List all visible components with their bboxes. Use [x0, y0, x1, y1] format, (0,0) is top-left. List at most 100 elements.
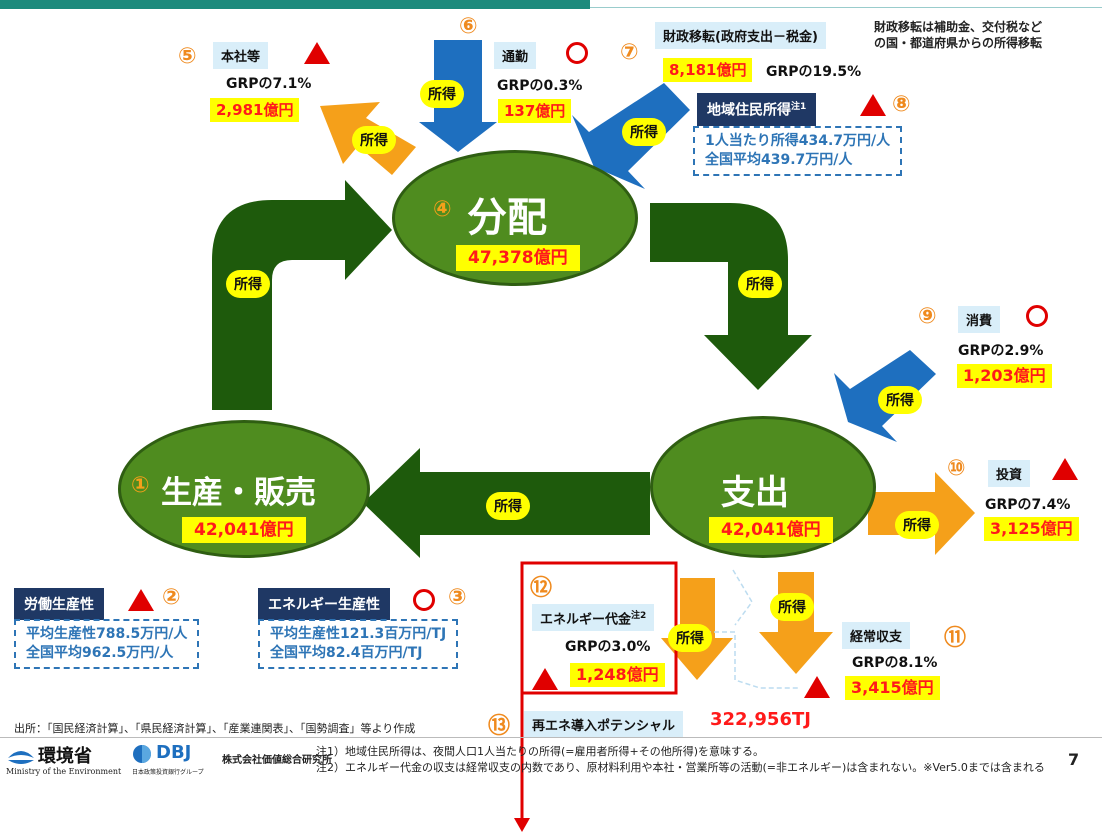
fiscal-grp: GRPの19.5% [766, 64, 862, 80]
energy-payment-num: ⑫ [530, 576, 553, 601]
current-account-label: 経常収支 [842, 622, 911, 649]
commute-value: 137億円 [498, 99, 572, 123]
renewable-num: ⑬ [488, 714, 511, 739]
consumption-grp: GRPの2.9% [958, 343, 1044, 359]
hq-grp: GRPの7.1% [226, 76, 312, 92]
header-bar [0, 0, 590, 9]
investment-num: ⑩ [947, 456, 966, 481]
resident-income-box: 1人当たり所得434.7万円/人 全国平均439.7万円/人 [693, 126, 903, 176]
investment-grp: GRPの7.4% [985, 497, 1071, 513]
labor-productivity-line1: 平均生産性788.5万円/人 [26, 626, 188, 642]
hq-label: 本社等 [213, 42, 269, 69]
commute-grp: GRPの0.3% [497, 78, 583, 94]
arrow-production-to-distribution [212, 180, 392, 410]
distribution-num: ④ [433, 197, 452, 222]
production-value: 42,041億円 [182, 517, 306, 543]
connectors [690, 569, 800, 689]
labor-productivity-down-mark [128, 589, 154, 611]
arrow-distribution-to-expenditure [650, 203, 812, 390]
current-account-num: ⑪ [944, 626, 967, 651]
investment-label: 投資 [988, 460, 1031, 487]
energy-productivity-box: 平均生産性121.3百万円/TJ 全国平均82.4百万円/TJ [258, 619, 459, 669]
renewable-value: 322,956TJ [710, 709, 811, 730]
expenditure-title: 支出 [721, 473, 789, 513]
footer-rule [0, 737, 1102, 738]
energy-payment-grp: GRPの3.0% [565, 639, 651, 655]
energy-productivity-label: エネルギー生産性 [258, 588, 390, 620]
dbj-logo-icon [133, 745, 151, 763]
current-account-grp: GRPの8.1% [852, 655, 938, 671]
income-pill-current-account: 所得 [770, 593, 814, 621]
commute-num: ⑥ [459, 14, 478, 39]
labor-productivity-num: ② [162, 585, 181, 610]
dbj-logo: DBJ 日本政策投資銀行グループ [132, 742, 212, 776]
consumption-num: ⑨ [918, 304, 937, 329]
resident-income-line1: 1人当たり所得434.7万円/人 [705, 133, 891, 149]
footnote-2: 注2）エネルギー代金の収支は経常収支の内数であり、原材料利用や本社・営業所等の活… [316, 761, 1045, 774]
production-num: ① [131, 473, 150, 498]
page-number: 7 [1068, 750, 1080, 769]
income-pill-energy: 所得 [668, 624, 712, 652]
arrow-current-account-out [759, 572, 833, 674]
resident-income-line2: 全国平均439.7万円/人 [705, 152, 853, 168]
current-account-down-mark [804, 676, 830, 698]
energy-productivity-line2: 全国平均82.4百万円/TJ [270, 645, 423, 661]
env-logo: 環境省 Ministry of the Environment [6, 742, 126, 778]
fiscal-value: 8,181億円 [663, 58, 753, 82]
hq-num: ⑤ [178, 44, 197, 69]
source-note: 出所：「国民経済計算」、「県民経済計算」、「産業連関表」、「国勢調査」等より作成 [14, 722, 416, 735]
env-logo-icon [8, 751, 34, 764]
consumption-neutral-mark [1026, 305, 1048, 327]
energy-productivity-neutral-mark [413, 589, 435, 611]
income-pill-consumption: 所得 [878, 386, 922, 414]
resident-income-down-mark [860, 94, 886, 116]
company-name: 株式会社価値総合研究所 [222, 755, 332, 766]
investment-down-mark [1052, 458, 1078, 480]
production-title: 生産・販売 [161, 475, 316, 511]
header-line [590, 7, 1102, 8]
consumption-label: 消費 [958, 306, 1001, 333]
dbj-logo-subtext: 日本政策投資銀行グループ [132, 769, 204, 776]
env-logo-subtext: Ministry of the Environment [6, 767, 122, 776]
income-pill-investment: 所得 [895, 511, 939, 539]
income-pill-commute: 所得 [420, 80, 464, 108]
commute-neutral-mark [566, 42, 588, 64]
energy-payment-down-mark [532, 668, 558, 690]
energy-payment-value: 1,248億円 [570, 663, 665, 687]
env-logo-text: 環境省 [38, 746, 92, 767]
energy-payment-note-ref: 注2 [631, 611, 647, 621]
energy-payment-label: エネルギー代金注2 [532, 604, 655, 632]
resident-income-num: ⑧ [892, 92, 911, 117]
income-pill-bottom: 所得 [486, 492, 530, 520]
investment-value: 3,125億円 [984, 517, 1079, 541]
commute-label: 通勤 [494, 42, 537, 69]
fiscal-note-2: の国・都道府県からの所得移転 [874, 36, 1043, 50]
distribution-value: 47,378億円 [456, 245, 580, 271]
labor-productivity-box: 平均生産性788.5万円/人 全国平均962.5万円/人 [14, 619, 200, 669]
income-pill-left: 所得 [226, 270, 270, 298]
fiscal-label: 財政移転(政府支出－税金) [655, 22, 826, 49]
income-pill-right: 所得 [738, 270, 782, 298]
labor-productivity-line2: 全国平均962.5万円/人 [26, 645, 174, 661]
consumption-value: 1,203億円 [957, 364, 1052, 388]
current-account-value: 3,415億円 [845, 676, 940, 700]
footnote-1: 注1）地域住民所得は、夜間人口1人当たりの所得(=雇用者所得+その他所得)を意味… [316, 745, 765, 758]
dbj-logo-text: DBJ [156, 742, 192, 763]
income-pill-hq: 所得 [352, 126, 396, 154]
hq-down-mark [304, 42, 330, 64]
distribution-title: 分配 [467, 195, 547, 241]
energy-productivity-line1: 平均生産性121.3百万円/TJ [270, 626, 447, 642]
fiscal-note-1: 財政移転は補助金、交付税など [874, 20, 1043, 34]
resident-income-title: 地域住民所得 [707, 102, 791, 119]
energy-payment-title: エネルギー代金 [540, 612, 632, 628]
fiscal-num: ⑦ [620, 40, 639, 65]
labor-productivity-label: 労働生産性 [14, 588, 104, 620]
resident-income-note-ref: 注1 [791, 102, 807, 112]
resident-income-label: 地域住民所得注1 [697, 93, 817, 126]
expenditure-value: 42,041億円 [709, 517, 833, 543]
renewable-label: 再エネ導入ポテンシャル [524, 711, 684, 738]
income-pill-fiscal: 所得 [622, 118, 666, 146]
energy-productivity-num: ③ [448, 585, 467, 610]
hq-value: 2,981億円 [210, 98, 300, 122]
